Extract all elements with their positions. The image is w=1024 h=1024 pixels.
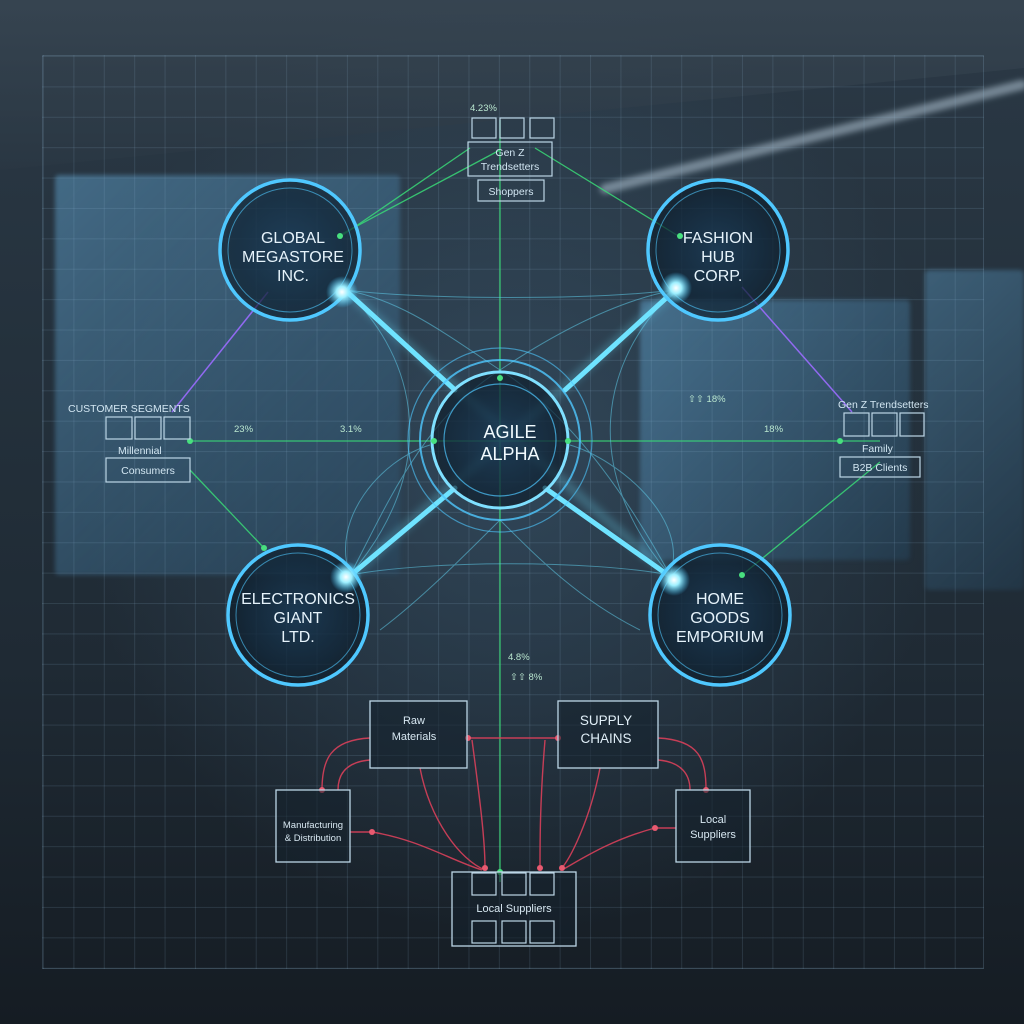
right-panel-box: B2B Clients <box>853 462 908 474</box>
box-local-suppliers[interactable]: Local Suppliers <box>675 789 751 863</box>
node-label-line3: CORP. <box>694 268 743 285</box>
right-panel-title: Gen Z Trendsetters <box>838 399 928 411</box>
top-panel-line1: Gen Z <box>495 147 525 159</box>
node-label-line2: MEGASTORE <box>242 249 344 266</box>
local-line2: Suppliers <box>690 829 736 841</box>
node-label-line3: INC. <box>277 268 309 285</box>
green-dots <box>187 233 843 875</box>
window-far-right <box>925 270 1024 590</box>
manufacturing-line2: & Distribution <box>285 833 342 844</box>
node-global-megastore[interactable]: GLOBAL MEGASTORE INC. <box>218 178 362 322</box>
left-panel-line: Millennial <box>118 445 162 457</box>
top-panel-value: 4.23% <box>470 103 497 114</box>
green-guide-lines <box>189 120 881 882</box>
left-panel-title: CUSTOMER SEGMENTS <box>68 403 190 415</box>
box-manufacturing[interactable]: Manufacturing & Distribution <box>275 789 351 863</box>
bottom-metric: 4.8% ⇧⇧ 8% <box>508 652 543 683</box>
node-label-line2: HUB <box>701 249 735 266</box>
node-label-line2: GOODS <box>690 610 750 627</box>
node-label-line3: LTD. <box>281 629 314 646</box>
top-panel-line2: Trendsetters <box>481 161 540 173</box>
right-panel-line: Family <box>862 443 894 455</box>
hub-agile-alpha[interactable]: AGILE ALPHA <box>407 347 593 533</box>
left-panel-box: Consumers <box>121 465 175 477</box>
panel-customer-segments: CUSTOMER SEGMENTS Millennial Consumers 2… <box>68 403 362 483</box>
bottom-box-label: Local Suppliers <box>476 903 552 915</box>
blueprint-grid <box>42 55 984 969</box>
beam-sparks <box>326 272 692 596</box>
bottom-metric-value: 4.8% <box>508 652 530 663</box>
window-right <box>640 300 910 560</box>
node-label-line1: GLOBAL <box>261 230 325 247</box>
top-panel-box: Shoppers <box>489 186 534 198</box>
node-label-line3: EMPORIUM <box>676 629 764 646</box>
box-supply-chains[interactable]: SUPPLY CHAINS <box>557 700 659 769</box>
node-label-line2: GIANT <box>274 610 323 627</box>
hub-label-line1: AGILE <box>483 422 536 442</box>
box-raw-materials[interactable]: Raw Materials <box>369 700 468 769</box>
chains-line1: SUPPLY <box>580 713 632 728</box>
left-panel-value-a: 23% <box>234 424 254 435</box>
left-panel-value-b: 3.1% <box>340 424 362 435</box>
node-label-line1: ELECTRONICS <box>241 591 355 608</box>
chains-line2: CHAINS <box>580 731 631 746</box>
bottom-metric-trend: ⇧⇧ 8% <box>510 672 543 683</box>
right-panel-value: 18% <box>764 424 784 435</box>
node-label-line1: FASHION <box>683 230 753 247</box>
box-bottom-local-suppliers[interactable]: Local Suppliers <box>451 871 577 947</box>
hub-label-line2: ALPHA <box>480 444 539 464</box>
manufacturing-line1: Manufacturing <box>283 820 343 831</box>
raw-line2: Materials <box>392 731 437 743</box>
node-label-line1: HOME <box>696 591 744 608</box>
local-line1: Local <box>700 814 726 826</box>
panel-right-segments: ⇧⇧ 18% Gen Z Trendsetters 18% Family B2B… <box>688 394 928 478</box>
raw-line1: Raw <box>403 715 425 727</box>
right-panel-trend: ⇧⇧ 18% <box>688 394 726 405</box>
panel-top-segment: 4.23% Gen Z Trendsetters Shoppers <box>467 103 555 202</box>
